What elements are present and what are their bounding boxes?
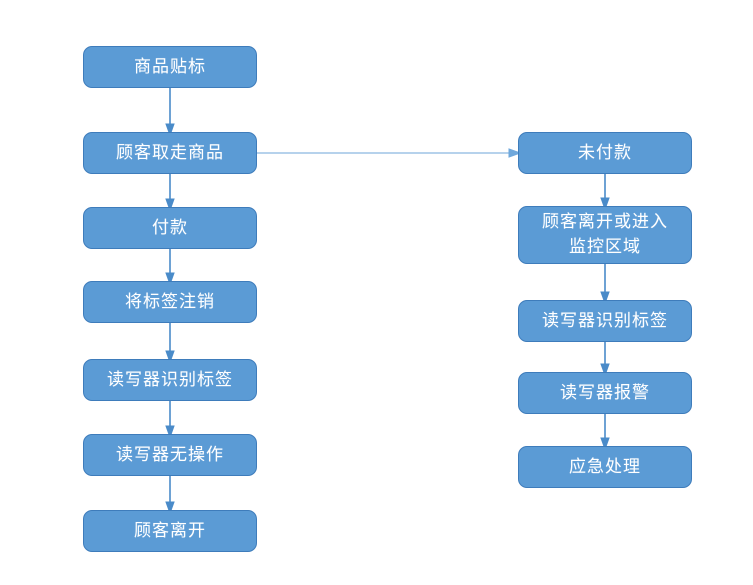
node-emergency-handling[interactable]: 应急处理: [518, 446, 692, 488]
node-reader-alarm[interactable]: 读写器报警: [518, 372, 692, 414]
node-not-paid[interactable]: 未付款: [518, 132, 692, 174]
node-customer-leaves-or-enters[interactable]: 顾客离开或进入监控区域: [518, 206, 692, 264]
node-label-reader-identifies-tag: 读写器识别标签: [107, 369, 233, 390]
node-goods-labeling[interactable]: 商品贴标: [83, 46, 257, 88]
node-reader-identifies-tag[interactable]: 读写器识别标签: [83, 359, 257, 401]
node-label-reader-no-action: 读写器无操作: [116, 444, 224, 465]
node-label-reader-identifies-tag-2: 读写器识别标签: [542, 310, 668, 331]
node-customer-takes-goods[interactable]: 顾客取走商品: [83, 132, 257, 174]
node-customer-leaves[interactable]: 顾客离开: [83, 510, 257, 552]
node-deactivate-tag[interactable]: 将标签注销: [83, 281, 257, 323]
node-label-not-paid: 未付款: [578, 142, 632, 163]
node-label-customer-leaves: 顾客离开: [134, 520, 206, 541]
node-payment[interactable]: 付款: [83, 207, 257, 249]
node-label-goods-labeling: 商品贴标: [134, 56, 206, 77]
node-label-customer-leaves-or-enters: 顾客离开或进入监控区域: [542, 212, 668, 257]
node-label-deactivate-tag: 将标签注销: [125, 291, 215, 312]
node-reader-identifies-tag-2[interactable]: 读写器识别标签: [518, 300, 692, 342]
node-reader-no-action[interactable]: 读写器无操作: [83, 434, 257, 476]
node-label-reader-alarm: 读写器报警: [560, 382, 650, 403]
node-label-customer-takes-goods: 顾客取走商品: [116, 142, 224, 163]
node-label-payment: 付款: [152, 217, 188, 238]
node-label-emergency-handling: 应急处理: [569, 456, 641, 477]
